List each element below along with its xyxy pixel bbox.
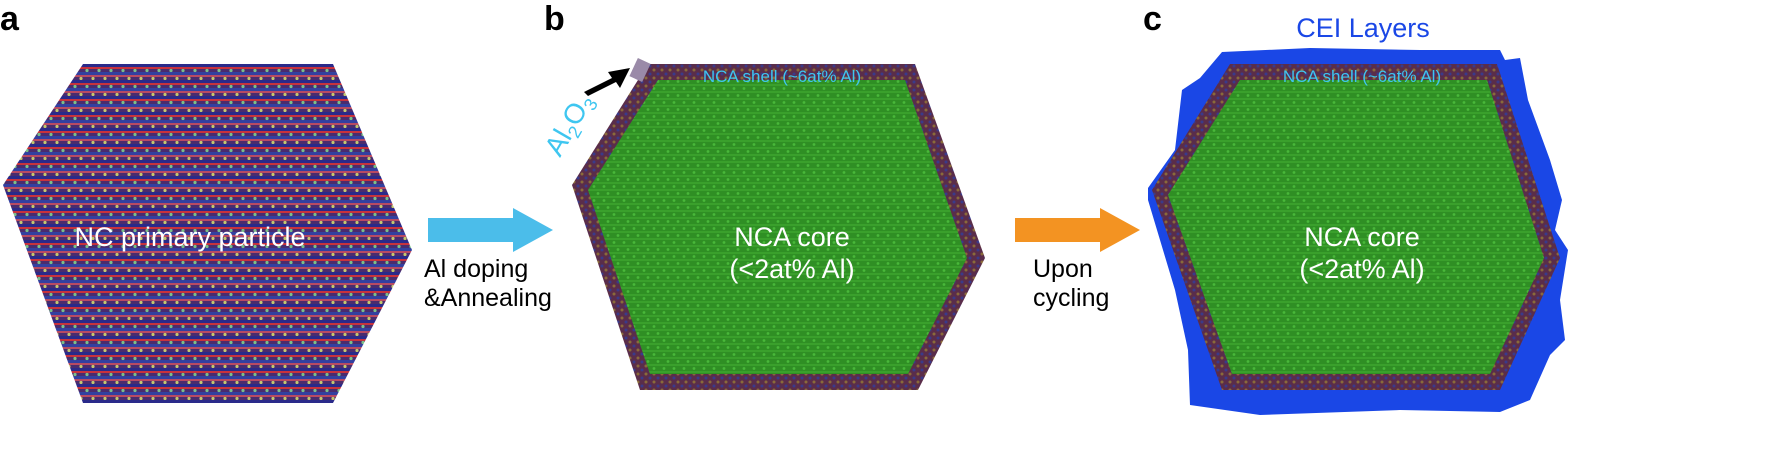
al2o3-coating-patch xyxy=(629,57,651,83)
panel-letter-a: a xyxy=(0,0,20,38)
al2o3-label: Al2O3 xyxy=(538,88,602,163)
nca-shell-label-c: NCA shell (~6at% Al) xyxy=(1283,67,1441,86)
arrow-doping-line2: &Annealing xyxy=(424,284,552,312)
arrow-doping xyxy=(428,208,553,252)
black-arrow-icon xyxy=(584,68,630,96)
arrow-doping-line1: Al doping xyxy=(424,255,528,283)
nca-core-label-c-line2: (<2at% Al) xyxy=(1299,254,1424,284)
arrow-cycling-line2: cycling xyxy=(1033,284,1109,312)
nca-core-b xyxy=(588,80,967,374)
nca-shell-label-b: NCA shell (~6at% Al) xyxy=(703,67,861,86)
cei-layers-label: CEI Layers xyxy=(1296,13,1430,43)
nc-primary-particle xyxy=(3,64,412,403)
arrow-cycling xyxy=(1015,208,1140,252)
panel-letter-c: c xyxy=(1143,0,1162,38)
arrow-cycling-line1: Upon xyxy=(1033,255,1093,283)
nca-core-c xyxy=(1168,80,1544,374)
nca-core-label-b-line2: (<2at% Al) xyxy=(729,254,854,284)
nca-core-label-c-line1: NCA core xyxy=(1304,222,1420,252)
nc-particle-label: NC primary particle xyxy=(74,222,305,252)
nca-core-label-b-line1: NCA core xyxy=(734,222,850,252)
panel-letter-b: b xyxy=(544,0,565,38)
